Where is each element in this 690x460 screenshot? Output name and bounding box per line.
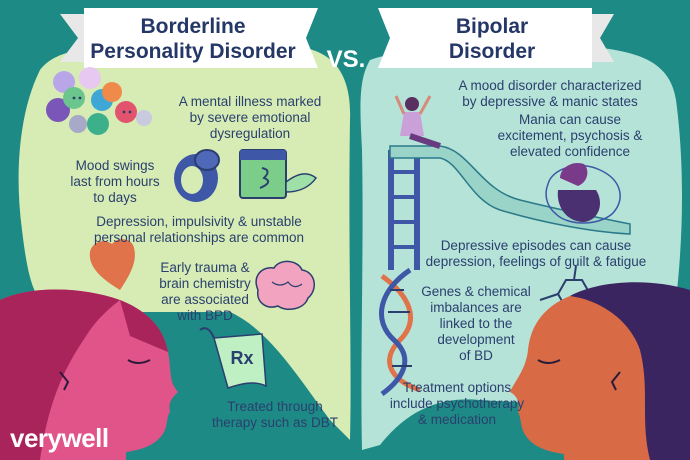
right-fact-3: Depressive episodes can cause depression… [425, 238, 647, 269]
heart-icon [89, 239, 135, 290]
calendar-icon [239, 149, 318, 199]
vs-label: VS. [326, 46, 366, 73]
left-woman-head [0, 289, 178, 460]
right-fact-2: Mania can cause excitement, psychosis & … [497, 112, 643, 159]
right-fact-1: A mood disorder characterized by depress… [458, 78, 642, 109]
prescription-icon [199, 327, 267, 389]
left-thought-bubble [18, 44, 351, 440]
rx-symbol: Rx [230, 348, 254, 368]
left-fact-2: Mood swings last from hours to days [70, 158, 160, 205]
right-woman-head [510, 282, 690, 460]
emoji-faces-icon [46, 67, 152, 135]
brain-icon [255, 260, 315, 311]
ring-icon [174, 149, 220, 202]
right-title: Bipolar Disorder [448, 15, 536, 63]
left-title-banner [60, 8, 318, 68]
right-fact-4: Genes & chemical imbalances are linked t… [421, 284, 531, 363]
left-fact-3: Depression, impulsivity & unstable perso… [93, 214, 305, 245]
left-fact-5: Treated through therapy such as DBT [211, 399, 339, 430]
right-title-banner [378, 8, 614, 68]
left-fact-4: Early trauma & brain chemistry are assoc… [159, 260, 251, 323]
sad-person-icon [545, 162, 621, 224]
brand-logo: verywell [10, 423, 109, 453]
left-fact-1: A mental illness marked by severe emotio… [178, 94, 322, 141]
left-title: Borderline Personality Disorder [90, 15, 296, 63]
right-fact-5: Treatment options include psychotherapy … [389, 380, 525, 427]
dna-icon [378, 267, 421, 397]
